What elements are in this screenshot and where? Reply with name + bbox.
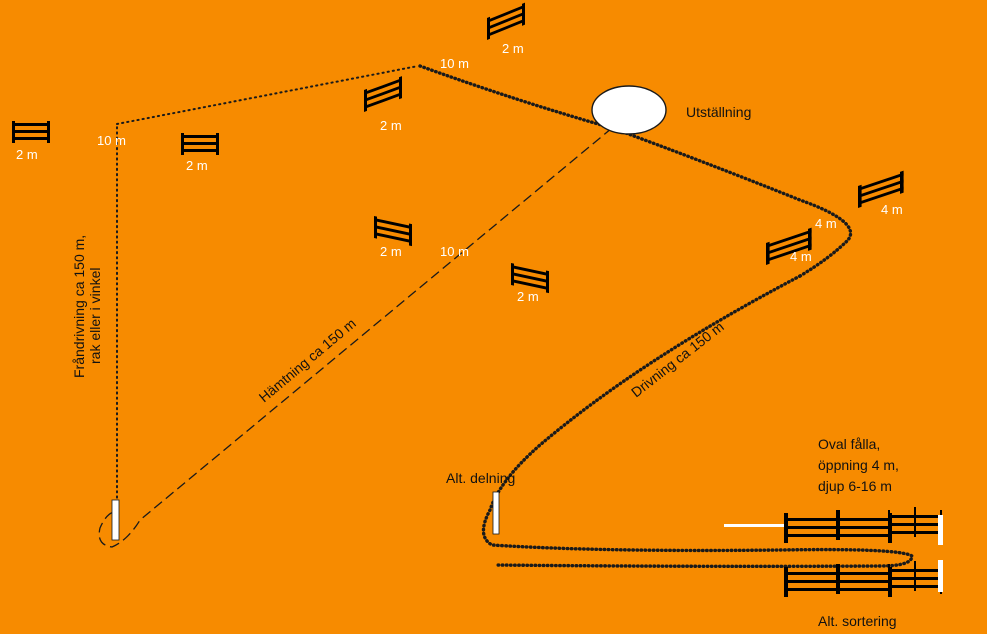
gate-width-label: 4 m (790, 249, 812, 264)
shed-label: Alt. delning (446, 470, 515, 486)
fetch-top-path (418, 64, 853, 278)
pen-label-line2: öppning 4 m, (818, 457, 899, 473)
distance-label: 10 m (97, 133, 126, 148)
exhibition-label: Utställning (686, 104, 751, 120)
distance-label: 10 m (440, 244, 469, 259)
gate-width-label: 4 m (881, 202, 903, 217)
sort-label: Alt. sortering (818, 613, 897, 629)
gate-width-label: 2 m (380, 244, 402, 259)
exhibition-ellipse-icon (591, 85, 667, 135)
svg-text:Fråndrivning ca 150 m,: Fråndrivning ca 150 m, (71, 235, 87, 378)
pen-label-line1: Oval fålla, (818, 436, 880, 452)
gate-width-label: 4 m (815, 216, 837, 231)
top-turn-path (116, 65, 419, 125)
pen-label-line3: djup 6-16 m (818, 478, 892, 494)
fence-gate-icon (364, 76, 402, 112)
fence-gate-icon (487, 2, 525, 41)
outrun-label: Fråndrivning ca 150 m, rak eller i vinke… (71, 235, 103, 378)
gate-width-label: 2 m (380, 118, 402, 133)
drive-label: Drivning ca 150 m (628, 318, 727, 400)
fetch-path (98, 127, 613, 548)
svg-text:rak eller i vinkel: rak eller i vinkel (87, 268, 103, 364)
drive-path (481, 274, 914, 569)
fence-gate-icon (181, 133, 219, 155)
fence-gate-icon (374, 216, 412, 247)
gate-width-label: 2 m (502, 41, 524, 56)
gate-width-label: 2 m (16, 147, 38, 162)
gate-width-label: 2 m (186, 158, 208, 173)
fence-gate-icon (12, 121, 50, 143)
fetch-label: Hämtning ca 150 m (256, 315, 359, 405)
start-post-icon (111, 499, 120, 541)
gate-width-label: 2 m (517, 289, 539, 304)
distance-label: 10 m (440, 56, 469, 71)
pen-fence-icon (724, 507, 943, 597)
shed-post-icon (492, 491, 500, 535)
